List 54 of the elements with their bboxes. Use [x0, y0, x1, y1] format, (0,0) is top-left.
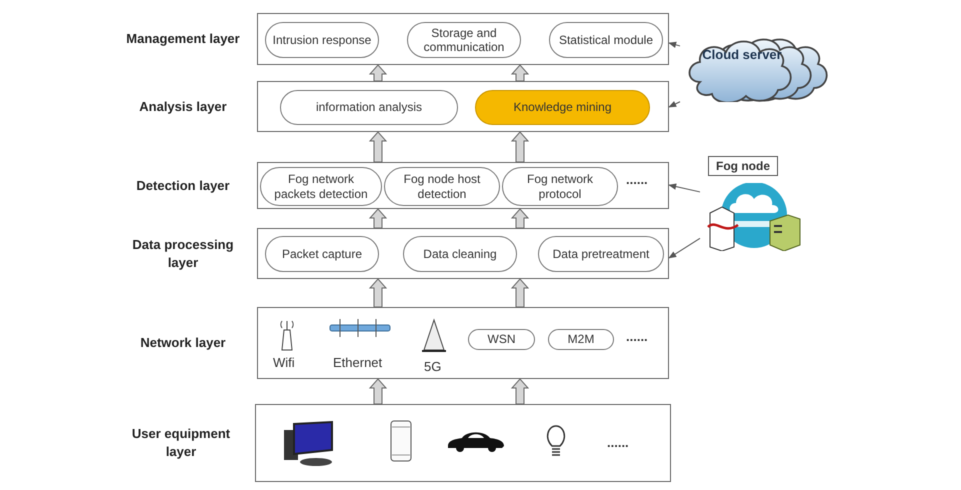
network-type-label: Ethernet [333, 355, 382, 370]
ellipsis-text: ...... [626, 172, 648, 187]
rounded-box [280, 90, 458, 125]
rounded-box [549, 22, 663, 58]
ellipsis-text: ...... [626, 329, 648, 344]
box-label: Intrusion response [272, 32, 372, 48]
rounded-box [265, 22, 379, 58]
block-arrow [510, 131, 530, 162]
box-label: Fog network packets detection [273, 172, 369, 201]
block-arrow [368, 278, 388, 308]
box-label: Packet capture [282, 246, 362, 262]
arrow [668, 238, 700, 258]
rounded-box [260, 167, 382, 206]
cloud-label: Cloud server [701, 46, 783, 64]
rounded-box [403, 236, 517, 272]
arrow [668, 42, 680, 48]
box-label: information analysis [316, 100, 422, 115]
layer-label: Data processing layer [131, 235, 235, 272]
arrow [668, 101, 680, 108]
box-label: Statistical module [558, 32, 654, 48]
box-label: Storage and communication [422, 26, 506, 54]
layer-label: Network layer [139, 334, 227, 352]
rounded-box [468, 329, 535, 350]
rounded-box [265, 236, 379, 272]
node-label: Fog node [708, 156, 778, 176]
network-type-label: 5G [424, 359, 442, 374]
box-label: Knowledge mining [513, 100, 612, 115]
network-type-label: Wifi [273, 355, 295, 370]
box-label: Data cleaning [423, 246, 497, 262]
rounded-box [502, 167, 618, 206]
block-arrow [510, 64, 530, 82]
rounded-box [538, 236, 664, 272]
ellipsis-text: ...... [607, 435, 629, 450]
layer-label: Management layer [125, 30, 241, 48]
rounded-box [548, 329, 614, 350]
box-label: M2M [568, 332, 594, 347]
rounded-box [407, 22, 521, 58]
block-arrow [368, 131, 388, 162]
block-arrow [368, 208, 388, 228]
block-arrow [510, 208, 530, 228]
box-label: Fog network protocol [526, 172, 594, 201]
block-arrow [368, 64, 388, 82]
layer-label: User equipment layer [130, 424, 232, 461]
rounded-box [384, 167, 500, 206]
block-arrow [510, 278, 530, 308]
layer-label: Analysis layer [138, 97, 228, 116]
box-label: Data pretreatment [552, 246, 650, 262]
block-arrow [510, 378, 530, 404]
rounded-box [475, 90, 650, 125]
box-label: Fog node host detection [402, 172, 482, 201]
box-label: WSN [488, 332, 516, 347]
layer-label: Detection layer [135, 176, 231, 195]
arrow [668, 183, 700, 192]
block-arrow [368, 378, 388, 404]
